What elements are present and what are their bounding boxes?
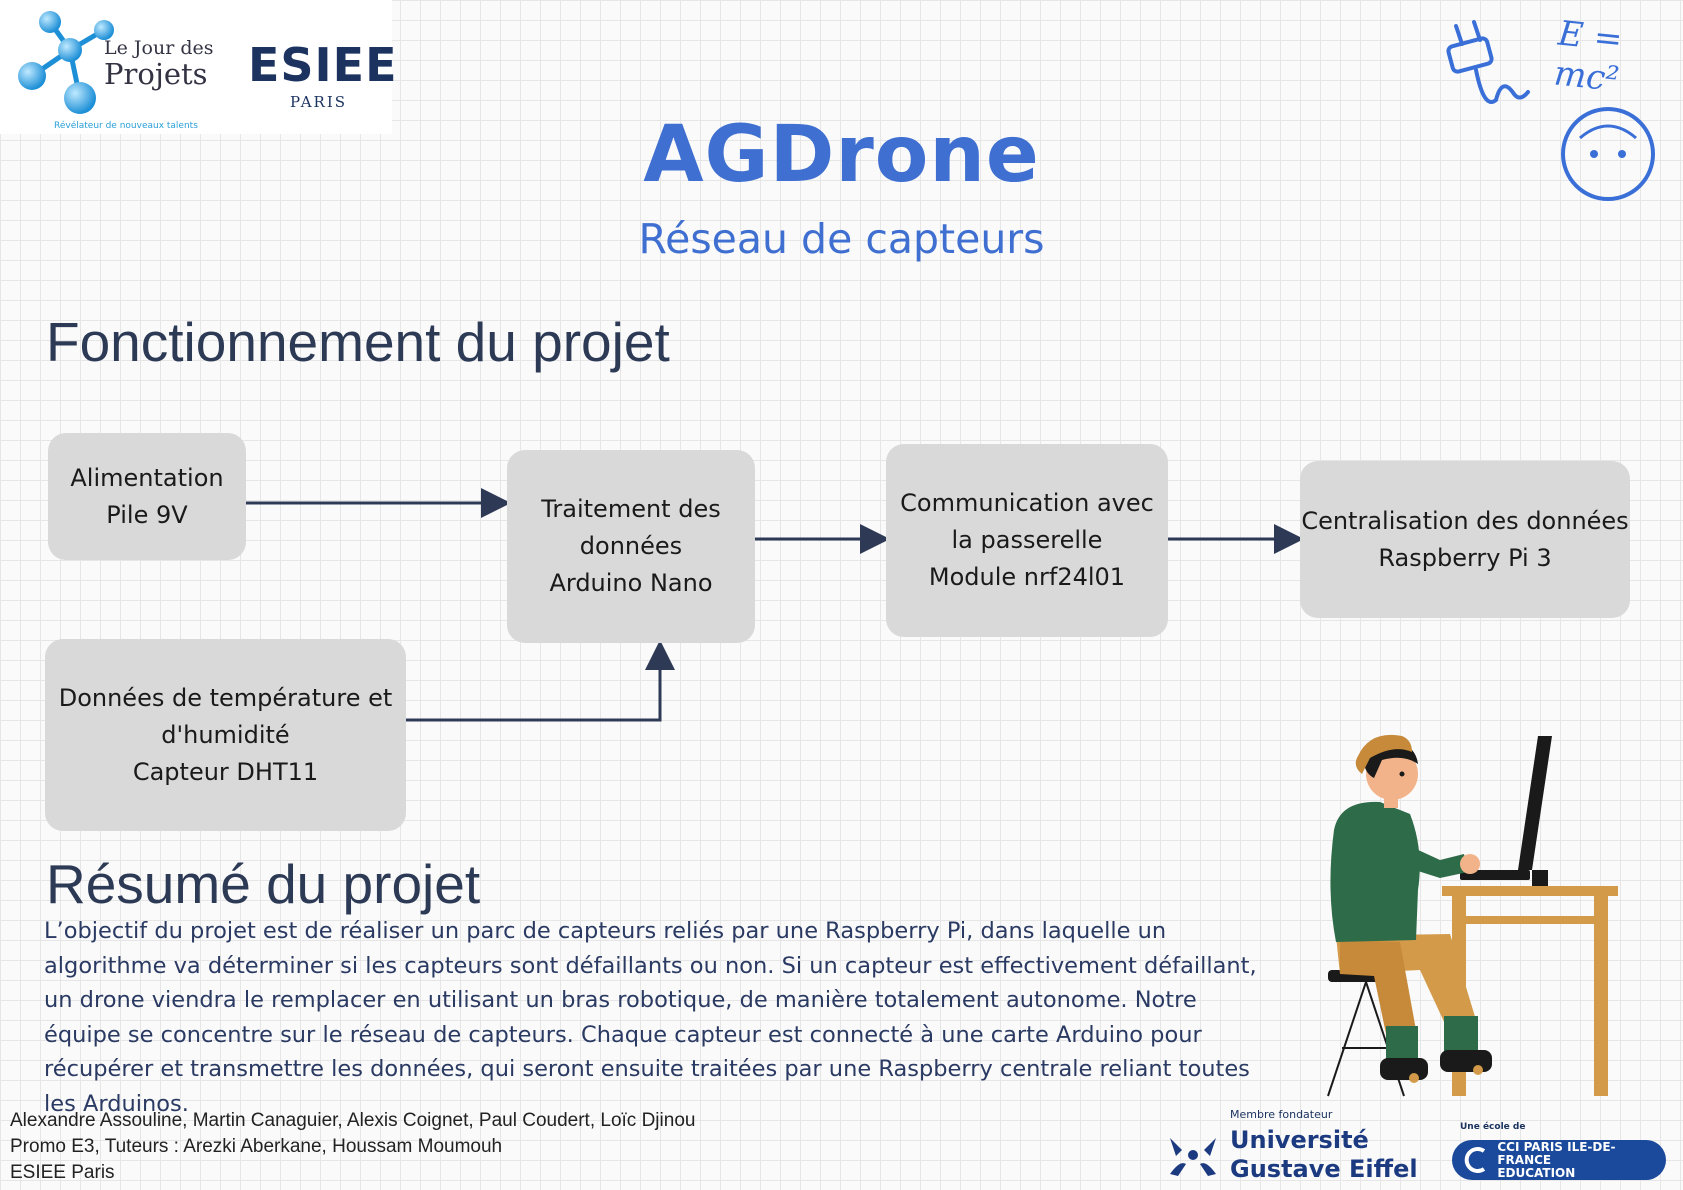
- edge-capteur-traitement: [406, 640, 675, 722]
- node-alim-line1: Alimentation: [70, 463, 224, 492]
- node-comm-line2: la passerelle: [951, 526, 1103, 554]
- esiee-city: PARIS: [290, 93, 348, 111]
- ljp-tagline: Révélateur de nouveaux talents: [54, 121, 198, 131]
- node-centralisation: Centralisation des données Raspberry Pi …: [1300, 461, 1630, 618]
- credits-school: ESIEE Paris: [10, 1162, 115, 1183]
- cci-label: Une école de: [1460, 1122, 1526, 1132]
- node-traitement-line3: Arduino Nano: [549, 569, 713, 597]
- node-alim-line2: Pile 9V: [106, 500, 188, 529]
- uge-name: Université Gustave Eiffel: [1230, 1126, 1418, 1184]
- node-capteur: Données de température et d'humidité Cap…: [45, 639, 406, 831]
- page-title: AGDrone: [643, 110, 1040, 200]
- face-doodle-icon: [1561, 107, 1655, 201]
- node-comm-line3: Module nrf24l01: [928, 563, 1126, 591]
- node-traitement: Traitement des données Arduino Nano: [507, 450, 755, 643]
- node-traitement-line2: données: [579, 532, 683, 560]
- section-title-resume: Résumé du projet: [46, 853, 481, 915]
- node-alimentation: Alimentation Pile 9V: [48, 433, 246, 560]
- ljp-line1: Le Jour des: [104, 37, 214, 59]
- node-capteur-line1: Données de température et: [58, 683, 393, 712]
- ljp-logo-text: Le Jour des Projets: [104, 38, 213, 91]
- uge-label: Membre fondateur: [1230, 1108, 1333, 1121]
- credits-promo: Promo E3, Tuteurs : Arezki Aberkane, Hou…: [10, 1136, 503, 1157]
- uge-name-line1: Université: [1230, 1126, 1369, 1154]
- esiee-logo: ESIEE: [248, 38, 398, 92]
- cci-name-line1: CCI PARIS ILE-DE-FRANCE: [1497, 1139, 1616, 1167]
- node-comm-line1: Communication avec: [900, 489, 1154, 517]
- cci-logo: CCI PARIS ILE-DE-FRANCE EDUCATION: [1452, 1140, 1666, 1180]
- section-title-fonctionnement: Fonctionnement du projet: [46, 311, 670, 373]
- cci-name-line2: EDUCATION: [1497, 1165, 1576, 1180]
- logo-panel: [0, 0, 392, 134]
- ljp-line2: Projets: [104, 56, 208, 91]
- uge-name-line2: Gustave Eiffel: [1230, 1155, 1418, 1183]
- node-central-line2: Raspberry Pi 3: [1378, 543, 1552, 572]
- person-at-computer-illustration: [1327, 734, 1618, 1097]
- node-capteur-line2: d'humidité: [161, 720, 290, 749]
- node-central-line1: Centralisation des données: [1301, 506, 1629, 535]
- page-subtitle: Réseau de capteurs: [638, 215, 1045, 263]
- summary-text: L’objectif du projet est de réaliser un …: [44, 918, 1257, 1117]
- cci-logo-icon: [1464, 1147, 1486, 1173]
- plug-doodle-icon: [1446, 20, 1530, 104]
- node-communication: Communication avec la passerelle Module …: [886, 444, 1168, 637]
- node-traitement-line1: Traitement des: [541, 495, 721, 523]
- uge-logo-icon: [1170, 1138, 1216, 1176]
- molecule-logo-icon: [18, 11, 114, 114]
- credits: Alexandre Assouline, Martin Canaguier, A…: [10, 1108, 695, 1186]
- credits-authors: Alexandre Assouline, Martin Canaguier, A…: [10, 1110, 696, 1131]
- node-capteur-line3: Capteur DHT11: [132, 757, 319, 786]
